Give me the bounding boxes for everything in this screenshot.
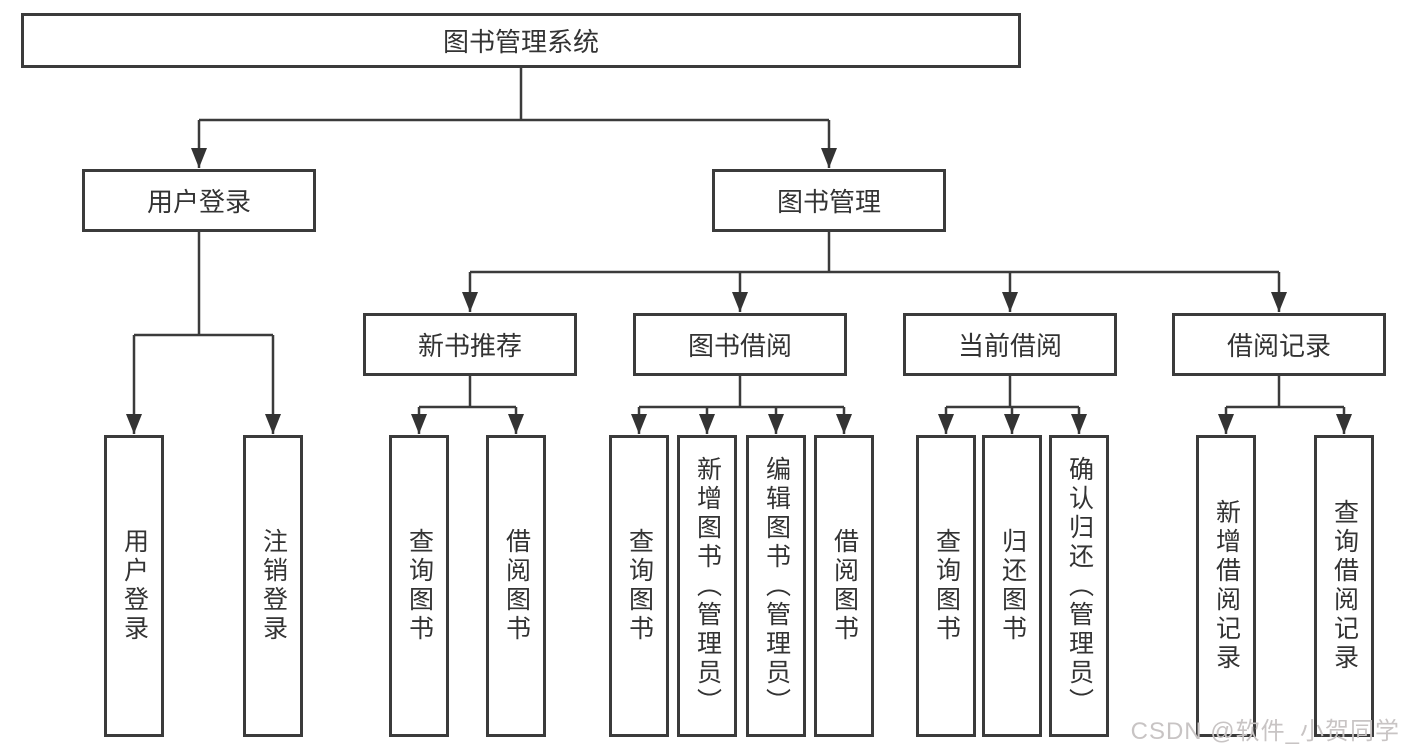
arrow-down-icon bbox=[821, 148, 837, 168]
leaf-confirm-return-admin: 确认归还（管理员） bbox=[1049, 435, 1109, 737]
arrow-down-icon bbox=[411, 414, 427, 434]
node-book-management: 图书管理 bbox=[712, 169, 946, 232]
leaf-add-book-admin: 新增图书（管理员） bbox=[677, 435, 737, 737]
leaf-query-borrow-record: 查询借阅记录 bbox=[1314, 435, 1374, 737]
csdn-watermark: CSDN @软件_小贺同学 bbox=[1130, 718, 1400, 745]
arrow-down-icon bbox=[768, 414, 784, 434]
leaf-user-login: 用户登录 bbox=[104, 435, 164, 737]
leaf-query-books-borrow: 查询图书 bbox=[609, 435, 669, 737]
node-user-login: 用户登录 bbox=[82, 169, 316, 232]
node-borrow-records: 借阅记录 bbox=[1172, 313, 1386, 376]
leaf-edit-book-admin: 编辑图书（管理员） bbox=[746, 435, 806, 737]
node-library-system: 图书管理系统 bbox=[21, 13, 1021, 68]
leaf-add-borrow-record: 新增借阅记录 bbox=[1196, 435, 1256, 737]
arrow-down-icon bbox=[508, 414, 524, 434]
node-new-book-recommend: 新书推荐 bbox=[363, 313, 577, 376]
arrow-down-icon bbox=[631, 414, 647, 434]
node-book-borrow: 图书借阅 bbox=[633, 313, 847, 376]
leaf-logout: 注销登录 bbox=[243, 435, 303, 737]
arrow-down-icon bbox=[938, 414, 954, 434]
arrow-down-icon bbox=[1002, 292, 1018, 312]
arrow-down-icon bbox=[1271, 292, 1287, 312]
leaf-borrow-books: 借阅图书 bbox=[814, 435, 874, 737]
arrowheads bbox=[126, 148, 1352, 434]
arrow-down-icon bbox=[1071, 414, 1087, 434]
leaf-query-books-recommend: 查询图书 bbox=[389, 435, 449, 737]
arrow-down-icon bbox=[1004, 414, 1020, 434]
arrow-down-icon bbox=[1336, 414, 1352, 434]
leaf-query-books-current: 查询图书 bbox=[916, 435, 976, 737]
arrow-down-icon bbox=[126, 414, 142, 434]
arrow-down-icon bbox=[1218, 414, 1234, 434]
arrow-down-icon bbox=[191, 148, 207, 168]
tree-edges bbox=[132, 68, 1346, 434]
arrow-down-icon bbox=[462, 292, 478, 312]
leaf-borrow-books-recommend: 借阅图书 bbox=[486, 435, 546, 737]
arrow-down-icon bbox=[732, 292, 748, 312]
leaf-return-books: 归还图书 bbox=[982, 435, 1042, 737]
arrow-down-icon bbox=[265, 414, 281, 434]
arrow-down-icon bbox=[836, 414, 852, 434]
node-current-borrow: 当前借阅 bbox=[903, 313, 1117, 376]
arrow-down-icon bbox=[699, 414, 715, 434]
